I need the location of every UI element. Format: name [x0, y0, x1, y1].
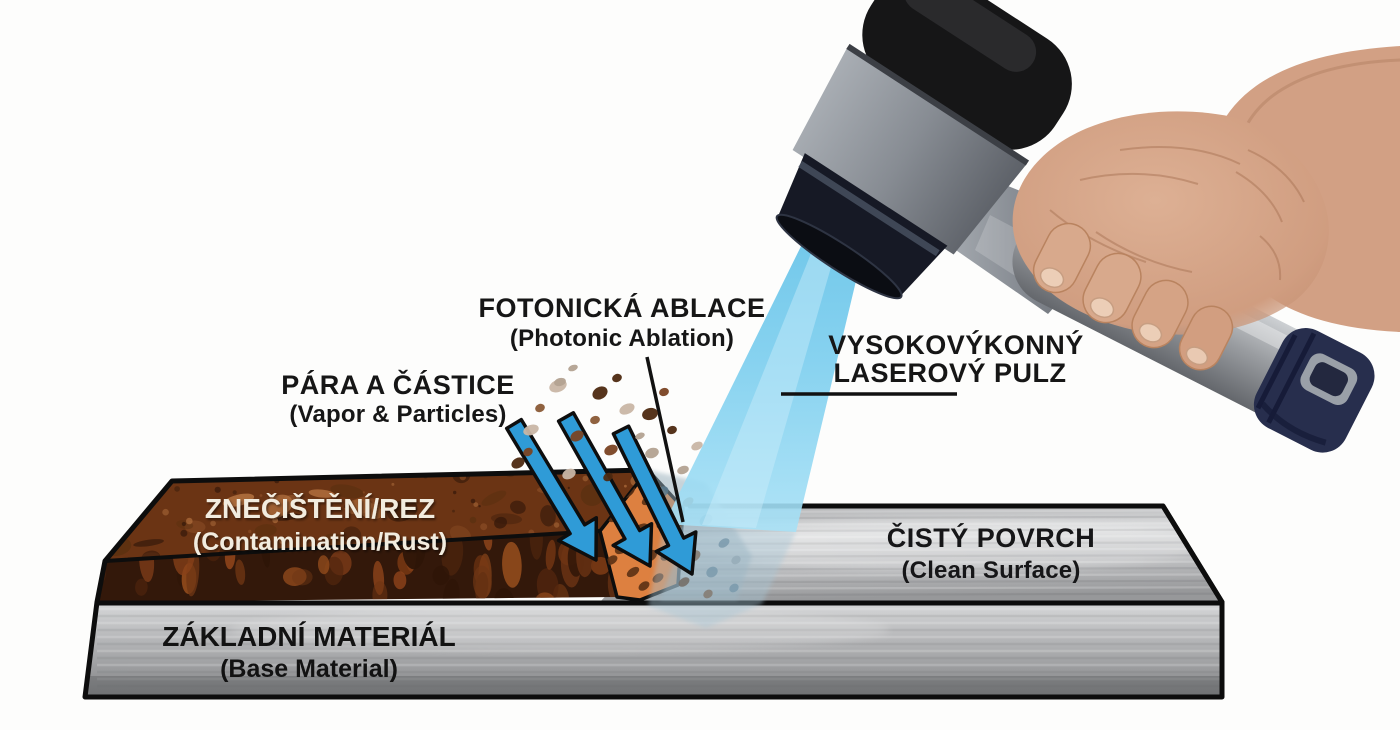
device-cap-seam	[846, 43, 1030, 166]
particle	[523, 447, 533, 457]
fingernail	[1039, 267, 1065, 289]
device-cap	[862, 0, 1072, 150]
particle	[568, 364, 578, 372]
impact-arrow	[611, 424, 698, 576]
device-cap-sheen	[903, 0, 1037, 72]
device-nozzle	[777, 153, 948, 297]
particle	[604, 444, 618, 456]
particle	[603, 472, 613, 482]
device-nozzle-ring	[798, 160, 940, 257]
fingers	[1032, 222, 1234, 371]
fingernail	[1089, 297, 1115, 319]
particle	[570, 430, 584, 442]
particle	[691, 441, 703, 451]
label-photonic-ablation-en: (Photonic Ablation)	[510, 325, 734, 352]
particle	[635, 432, 645, 440]
gripping-hand	[1012, 111, 1329, 371]
particle	[590, 415, 600, 425]
end-cap-groove-lower	[1260, 401, 1327, 446]
particle	[554, 377, 566, 387]
ejected-particles	[511, 364, 703, 482]
label-contamination-cs: ZNEČIŠTĚNÍ/REZ	[205, 492, 435, 524]
particle	[535, 403, 545, 413]
particle	[523, 424, 539, 436]
end-cap-grooves	[1255, 332, 1317, 424]
hand-wrinkles	[1049, 146, 1305, 281]
label-vapor-particles-cs: PÁRA A ČÁSTICE	[281, 369, 515, 400]
callout-line-photonic-ablation	[645, 356, 685, 523]
particle	[562, 468, 576, 480]
label-laser-pulse-line1: VYSOKOVÝKONNÝ	[828, 329, 1084, 360]
label-laser-pulse-line2: LASEROVÝ PULZ	[833, 357, 1066, 388]
label-clean-surface-en: (Clean Surface)	[901, 557, 1080, 584]
laser-device	[775, 0, 1400, 453]
particle	[659, 387, 669, 397]
laser-beam-highlight	[702, 222, 844, 528]
fingernail	[1138, 322, 1163, 343]
label-contamination-en: (Contamination/Rust)	[193, 528, 447, 556]
label-clean-surface-cs: ČISTÝ POVRCH	[887, 522, 1096, 553]
particle	[667, 425, 677, 435]
labels: FOTONICKÁ ABLACE (Photonic Ablation) PÁR…	[162, 292, 1096, 683]
device-barrel	[792, 47, 1027, 255]
particle	[677, 465, 689, 475]
label-photonic-ablation-cs: FOTONICKÁ ABLACE	[479, 292, 766, 323]
particle	[645, 447, 659, 459]
end-cap-button-inner	[1309, 362, 1349, 397]
particle	[612, 373, 622, 383]
impact-arrow	[556, 411, 654, 568]
label-base-material-en: (Base Material)	[220, 655, 398, 683]
particle	[592, 386, 608, 400]
laser-beam	[664, 214, 872, 532]
fingernail	[1185, 346, 1209, 366]
particle	[619, 403, 635, 415]
device-head	[775, 0, 1072, 300]
particle	[642, 407, 658, 421]
label-vapor-particles-en: (Vapor & Particles)	[289, 401, 506, 428]
particle	[511, 457, 525, 469]
label-base-material-cs: ZÁKLADNÍ MATERIÁL	[162, 621, 455, 652]
device-nozzle-rim	[775, 213, 903, 300]
